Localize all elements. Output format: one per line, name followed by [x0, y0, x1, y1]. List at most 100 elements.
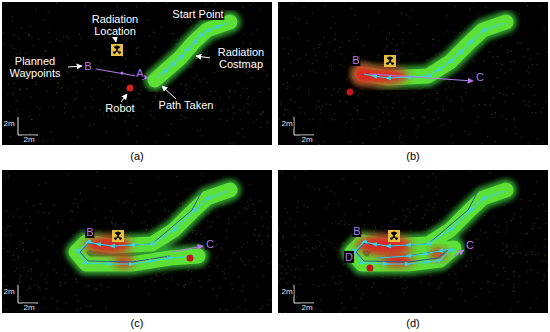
- cloud-point: [537, 138, 538, 139]
- cloud-point: [10, 234, 11, 235]
- cloud-point: [80, 38, 81, 39]
- waypoint-label: C: [475, 71, 485, 83]
- cloud-point: [285, 222, 286, 223]
- waypoint-label: C: [205, 238, 215, 250]
- cloud-point: [20, 217, 21, 218]
- cloud-point: [125, 66, 126, 67]
- cloud-point: [39, 289, 40, 290]
- cloud-point: [308, 40, 309, 41]
- cloud-point: [246, 222, 247, 223]
- cloud-point: [460, 265, 461, 266]
- cloud-point: [517, 42, 518, 43]
- cloud-point: [241, 260, 242, 261]
- cloud-point: [295, 267, 296, 268]
- cloud-point: [213, 72, 214, 73]
- cloud-point: [147, 20, 148, 21]
- cloud-point: [307, 207, 308, 208]
- cloud-point: [335, 222, 336, 223]
- cloud-point: [224, 273, 225, 274]
- cloud-point: [99, 78, 100, 79]
- cloud-point: [143, 106, 144, 107]
- cloud-point: [527, 233, 528, 234]
- cloud-point: [249, 43, 250, 44]
- cloud-point: [377, 107, 378, 108]
- cloud-point: [520, 216, 521, 217]
- cloud-point: [24, 32, 25, 33]
- cloud-point: [398, 24, 399, 25]
- cloud-point: [30, 268, 31, 269]
- cloud-point: [365, 61, 366, 62]
- cloud-point: [296, 207, 297, 208]
- cloud-point: [391, 43, 392, 44]
- leader-line: [162, 86, 176, 99]
- cloud-point: [220, 2, 221, 3]
- cloud-point: [232, 107, 233, 108]
- cloud-point: [529, 72, 530, 73]
- cloud-point: [188, 85, 189, 86]
- cloud-point: [112, 222, 113, 223]
- cloud-point: [547, 269, 548, 270]
- cloud-point: [62, 87, 63, 88]
- cloud-point: [503, 267, 504, 268]
- cloud-point: [210, 226, 211, 227]
- cloud-point: [247, 103, 248, 104]
- cloud-point: [232, 112, 233, 113]
- cloud-point: [374, 230, 375, 231]
- cloud-point: [370, 118, 371, 119]
- cloud-point: [190, 281, 191, 282]
- cloud-point: [40, 203, 41, 204]
- cloud-point: [164, 273, 165, 274]
- cloud-point: [201, 60, 202, 61]
- cloud-point: [27, 88, 28, 89]
- cloud-point: [57, 299, 58, 300]
- cloud-point: [240, 95, 241, 96]
- cloud-point: [150, 115, 151, 116]
- cloud-point: [268, 88, 269, 89]
- cloud-point: [55, 235, 56, 236]
- cloud-point: [504, 205, 505, 206]
- cloud-point: [109, 43, 110, 44]
- cloud-point: [404, 107, 405, 108]
- cloud-point: [77, 206, 78, 207]
- cloud-point: [520, 43, 521, 44]
- cloud-point: [180, 39, 181, 40]
- cloud-point: [515, 133, 516, 134]
- cloud-point: [398, 95, 399, 96]
- cloud-point: [293, 75, 294, 76]
- cloud-point: [455, 273, 456, 274]
- cloud-point: [57, 251, 58, 252]
- cloud-point: [340, 282, 341, 283]
- cloud-point: [424, 101, 425, 102]
- cloud-point: [335, 23, 336, 24]
- cloud-point: [114, 118, 115, 119]
- cloud-point: [229, 143, 230, 144]
- cloud-point: [319, 245, 320, 246]
- panel-ground: [278, 2, 548, 145]
- cloud-point: [485, 6, 486, 7]
- cloud-point: [513, 118, 514, 119]
- cloud-point: [537, 217, 538, 218]
- cloud-point: [527, 5, 528, 6]
- cloud-point: [75, 278, 76, 279]
- cloud-point: [6, 210, 7, 211]
- cloud-point: [296, 296, 297, 297]
- cloud-point: [409, 201, 410, 202]
- cloud-point: [343, 308, 344, 309]
- cloud-point: [319, 43, 320, 44]
- cloud-point: [421, 196, 422, 197]
- cloud-point: [361, 88, 362, 89]
- cloud-point: [184, 287, 185, 288]
- cloud-point: [403, 117, 404, 118]
- cloud-point: [379, 293, 380, 294]
- cloud-point: [241, 118, 242, 119]
- cloud-point: [424, 95, 425, 96]
- cloud-point: [42, 141, 43, 142]
- cloud-point: [503, 72, 504, 73]
- cloud-point: [13, 255, 14, 256]
- cloud-point: [440, 282, 441, 283]
- cloud-point: [294, 177, 295, 178]
- cloud-point: [56, 3, 57, 4]
- cloud-point: [2, 32, 3, 33]
- cloud-point: [438, 52, 439, 53]
- cloud-point: [166, 288, 167, 289]
